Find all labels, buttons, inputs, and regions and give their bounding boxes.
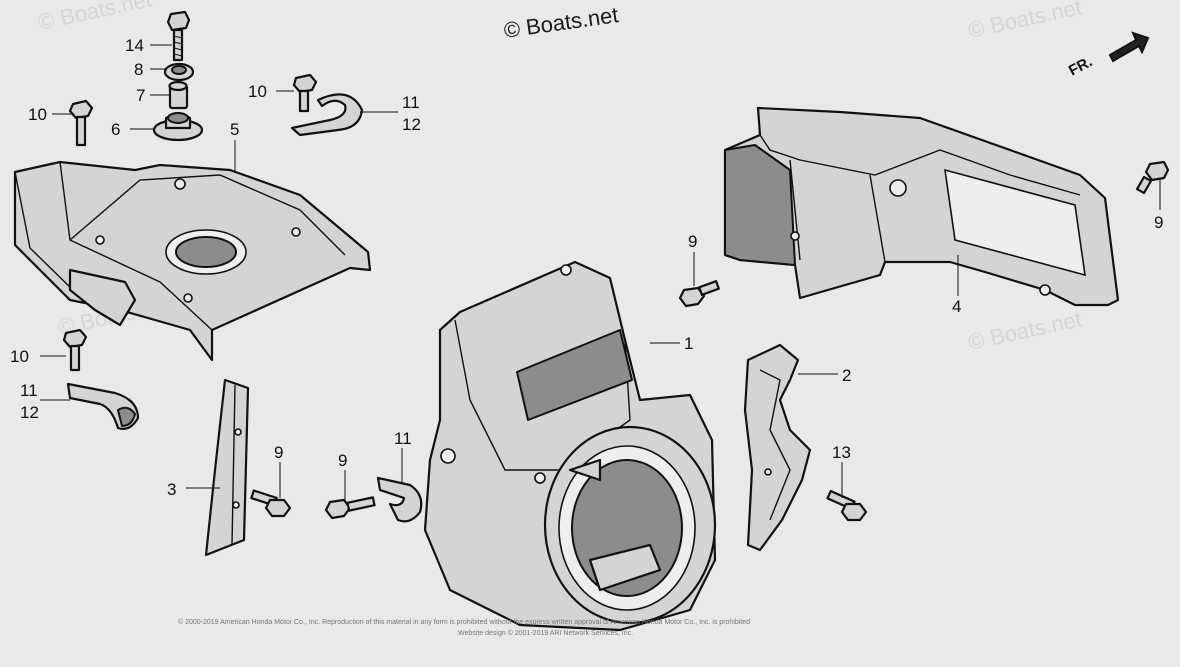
callout-13: 13 <box>832 443 851 462</box>
front-arrow-label: FR. <box>1066 53 1095 79</box>
bolt-9-b <box>324 496 376 520</box>
bolt-9-c <box>678 280 720 308</box>
bolt-13 <box>826 489 868 522</box>
bracket-2 <box>743 343 812 552</box>
bolt-10-left <box>68 99 94 147</box>
bolt-10-mid <box>292 73 318 113</box>
callout-12-top: 12 <box>402 115 421 134</box>
washer-8 <box>163 62 195 82</box>
side-cover-4 <box>723 106 1120 307</box>
callout-8: 8 <box>134 60 143 79</box>
copyright-line-2: Website design © 2001-2019 ARI Network S… <box>458 629 633 637</box>
bolt-10-lower <box>62 328 88 372</box>
clamp-11-top <box>290 93 364 137</box>
front-direction-arrow: FR. <box>1066 31 1150 80</box>
callout-4: 4 <box>952 297 961 316</box>
callout-6: 6 <box>111 120 120 139</box>
copyright-line-1: © 2000-2019 American Honda Motor Co., In… <box>178 618 750 626</box>
bolt-14 <box>166 10 191 62</box>
top-cover-5 <box>13 160 372 362</box>
callout-7: 7 <box>136 86 145 105</box>
callout-10-lower: 10 <box>10 347 29 366</box>
watermark-right: © Boats.net <box>966 306 1084 354</box>
callout-9-right: 9 <box>1154 213 1163 232</box>
clamp-11-lower <box>66 382 140 430</box>
bolt-9-right <box>1135 160 1170 195</box>
callout-10-mid: 10 <box>248 82 267 101</box>
callout-14: 14 <box>125 36 144 55</box>
callout-11-top: 11 <box>402 93 420 112</box>
callout-11-mid: 11 <box>394 429 412 448</box>
clamp-11-mid <box>376 476 423 523</box>
plate-3 <box>204 378 250 557</box>
bolt-9-a <box>250 489 292 518</box>
callout-1: 1 <box>684 334 693 353</box>
grommet-6 <box>152 112 204 142</box>
callout-9-b: 9 <box>338 451 347 470</box>
callout-9-a: 9 <box>274 443 283 462</box>
watermark-top-right: © Boats.net <box>966 0 1084 43</box>
callout-9-c: 9 <box>688 232 697 251</box>
collar-7 <box>168 80 189 110</box>
callout-10-left: 10 <box>28 105 47 124</box>
callout-5: 5 <box>230 120 239 139</box>
callout-12-lower: 12 <box>20 403 39 422</box>
watermark-top-left: © Boats.net <box>36 0 154 35</box>
fan-shroud-1 <box>423 260 717 632</box>
callout-11-lower: 11 <box>20 381 38 400</box>
watermark-main: © Boats.net <box>502 2 620 43</box>
callout-2: 2 <box>842 366 851 385</box>
callout-3: 3 <box>167 480 176 499</box>
